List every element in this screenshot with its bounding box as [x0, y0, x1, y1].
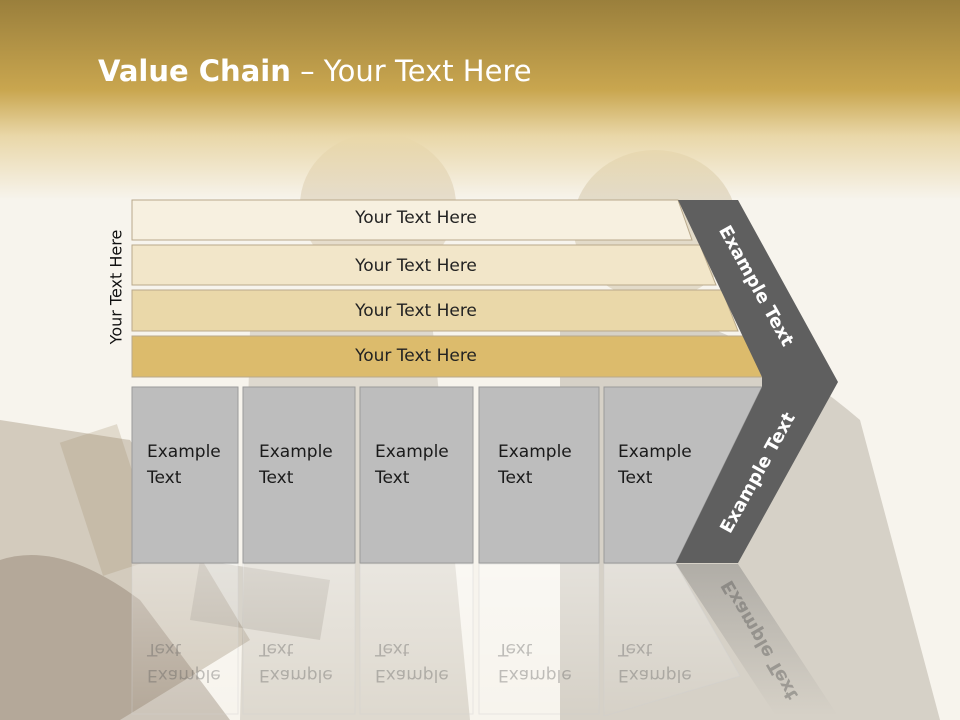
reflection-label-3-line2: Text — [375, 639, 410, 659]
activity-box-1 — [131, 386, 239, 564]
reflection-label-2-line2: Text — [259, 639, 294, 659]
box-label-4-line1: Example — [498, 442, 572, 462]
row-label-3: Your Text Here — [355, 301, 477, 321]
row-band-2 — [131, 244, 717, 286]
box-label-4-line2: Text — [498, 468, 533, 488]
row-label-4: Your Text Here — [355, 346, 477, 366]
box-label-1-line2: Text — [147, 468, 182, 488]
title-bold: Value Chain — [98, 54, 291, 88]
row-label-2: Your Text Here — [355, 256, 477, 276]
reflection-label-5: Example Text — [618, 636, 718, 688]
box-label-1-line1: Example — [147, 442, 221, 462]
reflection-label-3-line1: Example — [375, 665, 449, 685]
reflection-label-1: Example Text — [147, 636, 247, 688]
row-band-3 — [131, 289, 739, 332]
reflection-label-5-line1: Example — [618, 665, 692, 685]
row-band-1 — [131, 199, 693, 241]
reflection-label-4-line1: Example — [498, 665, 572, 685]
activity-box-3 — [359, 386, 474, 564]
reflection-label-5-line2: Text — [618, 639, 653, 659]
chevron-arrow — [676, 200, 838, 563]
reflection-label-1-line2: Text — [147, 639, 182, 659]
box-label-2-line2: Text — [259, 468, 294, 488]
row-label-1: Your Text Here — [355, 208, 477, 228]
slide-title: Value Chain – Your Text Here — [98, 54, 532, 88]
reflection-label-4: Example Text — [498, 636, 598, 688]
box-label-2-line1: Example — [259, 442, 333, 462]
title-rest: – Your Text Here — [290, 54, 532, 88]
reflection-label-3: Example Text — [375, 636, 475, 688]
box-label-5-line1: Example — [618, 442, 692, 462]
box-label-5-line2: Text — [618, 468, 653, 488]
reflection-group — [131, 563, 838, 717]
header-band — [0, 0, 960, 200]
activity-box-2 — [242, 386, 356, 564]
reflection-label-2-line1: Example — [259, 665, 333, 685]
box-label-3-line1: Example — [375, 442, 449, 462]
reflection-label-1-line1: Example — [147, 665, 221, 685]
box-label-3-line2: Text — [375, 468, 410, 488]
reflection-label-2: Example Text — [259, 636, 359, 688]
activity-box-4 — [478, 386, 600, 564]
reflection-label-4-line2: Text — [498, 639, 533, 659]
